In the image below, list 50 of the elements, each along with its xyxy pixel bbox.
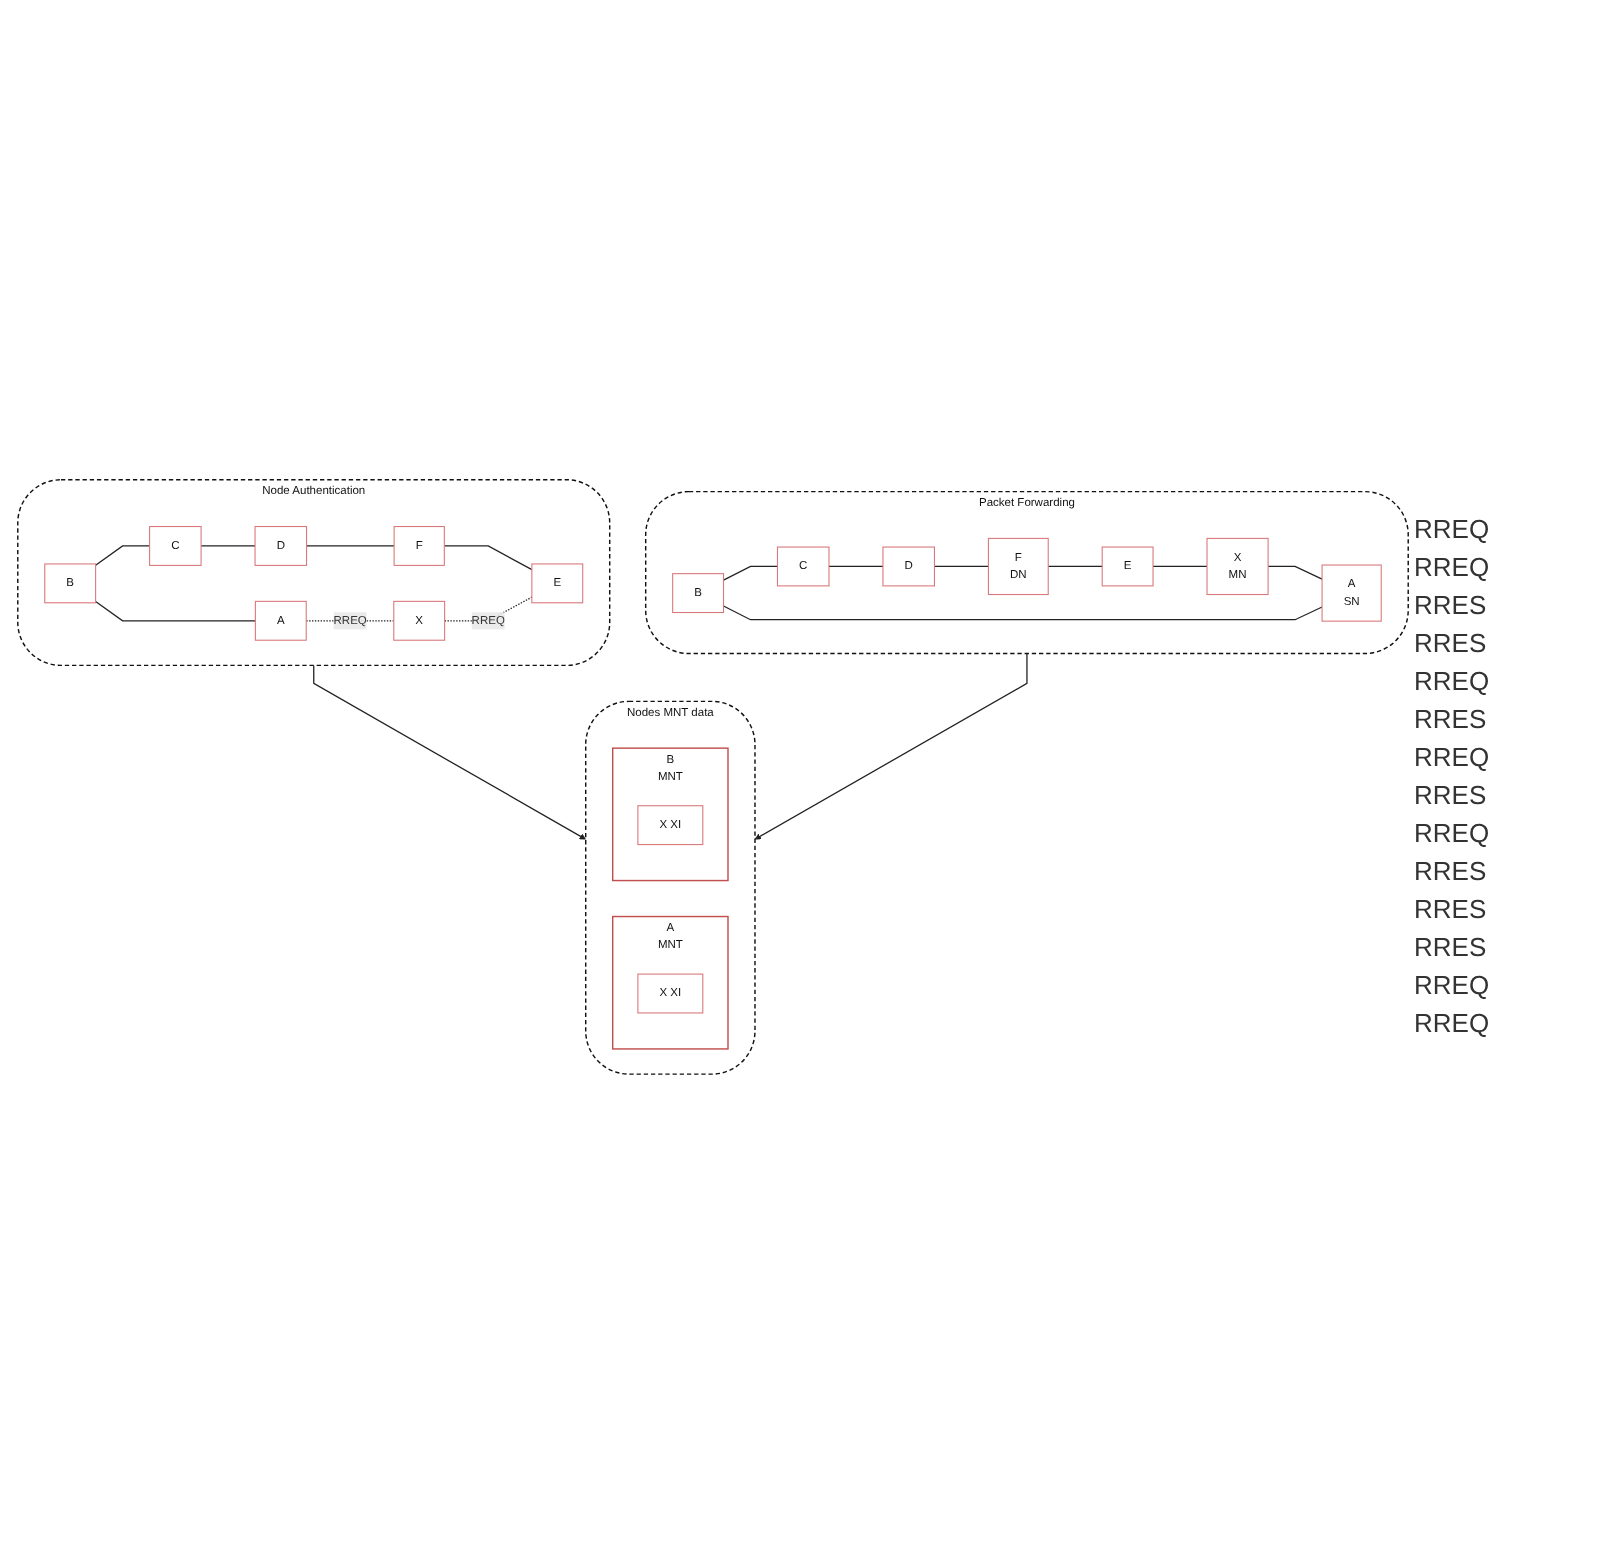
cluster [644, 489, 1409, 654]
message-label: RRES [1414, 856, 1489, 886]
connector [722, 604, 1323, 620]
node-box [393, 525, 445, 565]
node-box [882, 545, 935, 586]
connector [1152, 564, 1208, 567]
message-label: RREQ [1414, 514, 1492, 544]
cluster [612, 914, 729, 1049]
node-box [1206, 536, 1269, 595]
node-box [44, 562, 97, 603]
arrow [313, 663, 586, 839]
message-label: RREQ [1414, 742, 1492, 772]
connector [1267, 564, 1323, 579]
message-label: RRES [1414, 780, 1489, 810]
node-box [637, 972, 704, 1013]
node-box [1321, 563, 1382, 621]
node-box [1101, 545, 1154, 586]
message-label: RREQ [1414, 818, 1492, 848]
connector [933, 564, 990, 567]
node-box [254, 525, 308, 565]
connector [444, 595, 533, 621]
message-label: RRES [1414, 628, 1489, 658]
message-label: RRES [1414, 894, 1489, 924]
connector [828, 564, 884, 567]
connector [305, 544, 395, 546]
node-box [149, 525, 202, 565]
message-label: RREQ [1414, 970, 1492, 1000]
cluster [585, 699, 756, 1074]
message-label: RREQ [1414, 666, 1492, 696]
node-box [987, 536, 1049, 595]
node-box [637, 804, 704, 845]
node-box [531, 562, 584, 603]
cluster [612, 746, 729, 881]
message-label: RRES [1414, 704, 1489, 734]
connector [200, 544, 256, 546]
connector [443, 544, 533, 570]
connector [94, 599, 256, 621]
message-label: RRES [1414, 590, 1489, 620]
connector [94, 544, 151, 565]
cluster [17, 478, 611, 666]
message-label: RREQ [1414, 1008, 1492, 1038]
connector [722, 564, 779, 580]
message-label: RRES [1414, 932, 1489, 962]
node-box [254, 599, 307, 640]
node-box [672, 572, 725, 613]
node-box [393, 599, 446, 640]
message-label: RREQ [1414, 552, 1492, 582]
connector [1047, 564, 1103, 567]
node-box [776, 545, 830, 586]
arrow [754, 651, 1028, 839]
